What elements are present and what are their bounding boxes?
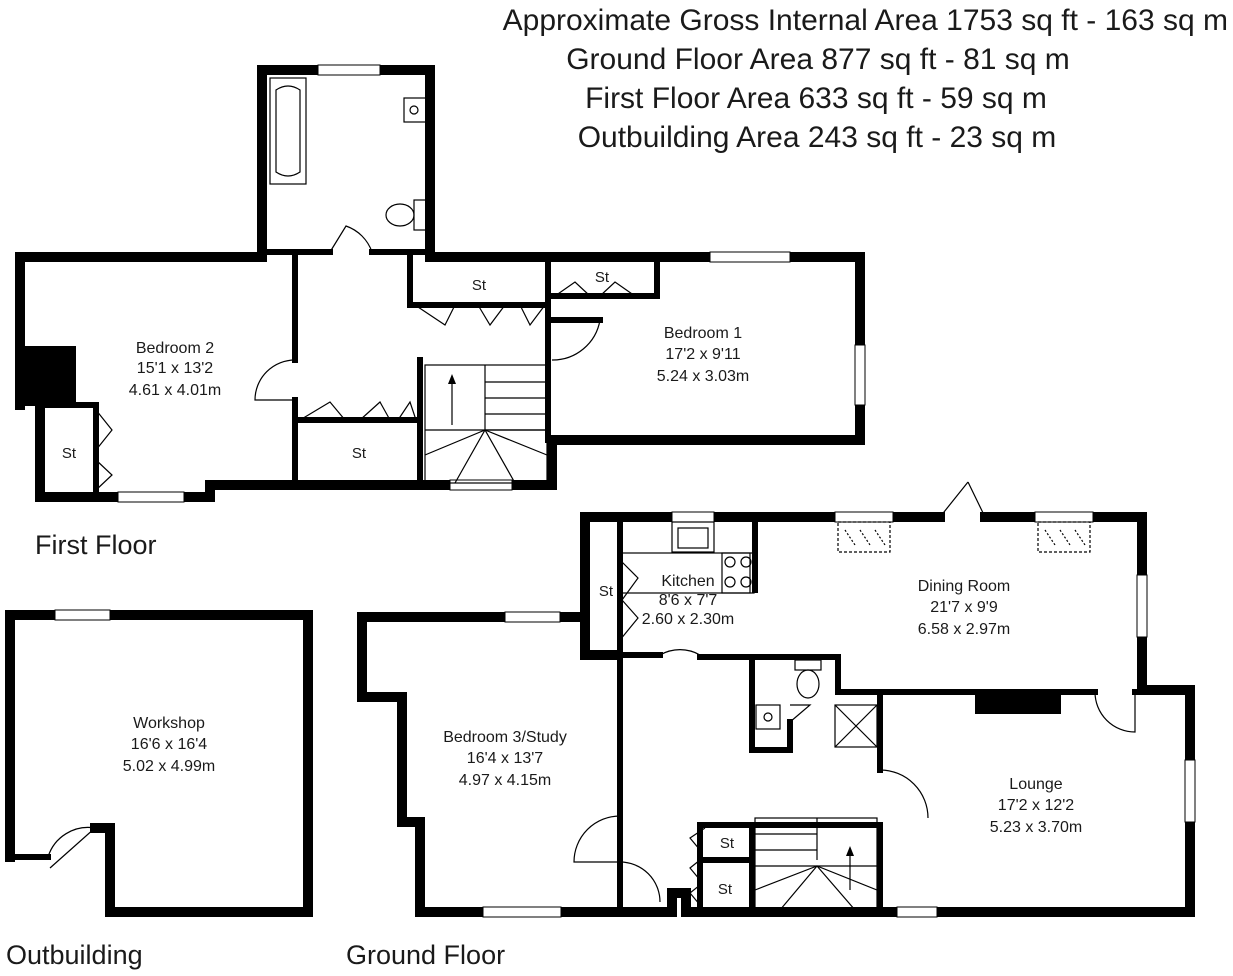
svg-text:17'2 x 9'11: 17'2 x 9'11: [665, 346, 740, 363]
svg-text:4.97 x 4.15m: 4.97 x 4.15m: [459, 772, 552, 789]
bedroom1-label: Bedroom 1 17'2 x 9'11 5.24 x 3.03m: [657, 325, 750, 385]
area-summary: Approximate Gross Internal Area 1753 sq …: [503, 4, 1228, 154]
svg-text:6.58 x 2.97m: 6.58 x 2.97m: [918, 621, 1011, 638]
outbuilding-label: Outbuilding: [6, 940, 143, 970]
bedroom1-window: [709, 251, 791, 263]
bedroom2-window: [117, 491, 185, 503]
storage-label: St: [472, 277, 487, 294]
svg-text:5.23 x 3.70m: 5.23 x 3.70m: [990, 819, 1083, 836]
svg-text:17'2 x 12'2: 17'2 x 12'2: [998, 797, 1074, 814]
svg-text:16'4 x 13'7: 16'4 x 13'7: [467, 750, 543, 767]
ground-floor-outer-wall: [357, 512, 1195, 917]
ground-floor-plan: Kitchen 8'6 x 7'7 2.60 x 2.30m Dining Ro…: [346, 481, 1196, 970]
dining-room-label: Dining Room 21'7 x 9'9 6.58 x 2.97m: [918, 578, 1011, 638]
svg-text:2.60 x 2.30m: 2.60 x 2.30m: [642, 611, 735, 628]
bathroom-walls: [257, 65, 435, 257]
storage-label: St: [352, 445, 367, 462]
toilet-icon: [385, 199, 427, 231]
svg-text:Kitchen: Kitchen: [661, 573, 714, 590]
svg-text:Bedroom 1: Bedroom 1: [664, 325, 742, 342]
svg-text:5.02 x 4.99m: 5.02 x 4.99m: [123, 758, 216, 775]
ground-floor-stairs: [754, 817, 878, 911]
bedroom3-label: Bedroom 3/Study 16'4 x 13'7 4.97 x 4.15m: [443, 729, 567, 789]
bathtub-icon: [269, 77, 307, 185]
ground-toilet-icon: [794, 659, 822, 699]
bathroom-door-swing: [329, 225, 373, 253]
svg-text:16'6 x 16'4: 16'6 x 16'4: [131, 736, 207, 753]
svg-text:8'6 x 7'7: 8'6 x 7'7: [659, 592, 718, 609]
skylight-icon: [1037, 521, 1091, 553]
first-floor-stairs: [424, 364, 548, 484]
storage-label: St: [720, 835, 735, 852]
ground-floor-area-text: Ground Floor Area 877 sq ft - 81 sq m: [566, 43, 1070, 76]
bathroom-window: [317, 64, 381, 76]
svg-text:Lounge: Lounge: [1009, 776, 1062, 793]
svg-text:21'7 x 9'9: 21'7 x 9'9: [930, 599, 998, 616]
storage-label: St: [718, 881, 733, 898]
lounge-label: Lounge 17'2 x 12'2 5.23 x 3.70m: [990, 776, 1083, 836]
outbuilding-outer-wall: [5, 610, 313, 917]
bedroom2-label: Bedroom 2 15'1 x 13'2 4.61 x 4.01m: [129, 340, 222, 399]
landing-window: [449, 479, 513, 491]
svg-text:Workshop: Workshop: [133, 715, 205, 732]
outbuilding-area-text: Outbuilding Area 243 sq ft - 23 sq m: [578, 121, 1057, 154]
gross-area-text: Approximate Gross Internal Area 1753 sq …: [503, 4, 1228, 37]
svg-text:Dining Room: Dining Room: [918, 578, 1010, 595]
svg-text:Bedroom 2: Bedroom 2: [136, 340, 214, 357]
storage-label: St: [595, 269, 610, 286]
ground-floor-label: Ground Floor: [346, 940, 505, 970]
workshop-label: Workshop 16'6 x 16'4 5.02 x 4.99m: [123, 715, 216, 775]
first-floor-area-text: First Floor Area 633 sq ft - 59 sq m: [585, 82, 1047, 115]
svg-text:5.24 x 3.03m: 5.24 x 3.03m: [657, 368, 750, 385]
svg-text:4.61 x 4.01m: 4.61 x 4.01m: [129, 382, 222, 399]
first-floor-label: First Floor: [35, 530, 157, 560]
first-floor-plan: Bedroom 2 15'1 x 13'2 4.61 x 4.01m Bedro…: [15, 64, 866, 560]
kitchen-label: Kitchen 8'6 x 7'7 2.60 x 2.30m: [642, 573, 735, 628]
svg-text:Bedroom 3/Study: Bedroom 3/Study: [443, 729, 567, 746]
ground-basin-icon: [755, 704, 781, 730]
shower-icon: [834, 704, 878, 748]
basin-icon: [403, 97, 427, 123]
outbuilding-plan: Workshop 16'6 x 16'4 5.02 x 4.99m Outbui…: [5, 609, 313, 970]
lounge-chimney-breast: [975, 692, 1061, 714]
kitchen-worktop: [621, 521, 755, 594]
chimney-breast: [20, 346, 76, 406]
storage-label: St: [62, 445, 77, 462]
storage-label: St: [599, 583, 614, 600]
svg-text:15'1 x 13'2: 15'1 x 13'2: [137, 360, 213, 377]
skylight-icon: [837, 521, 891, 553]
